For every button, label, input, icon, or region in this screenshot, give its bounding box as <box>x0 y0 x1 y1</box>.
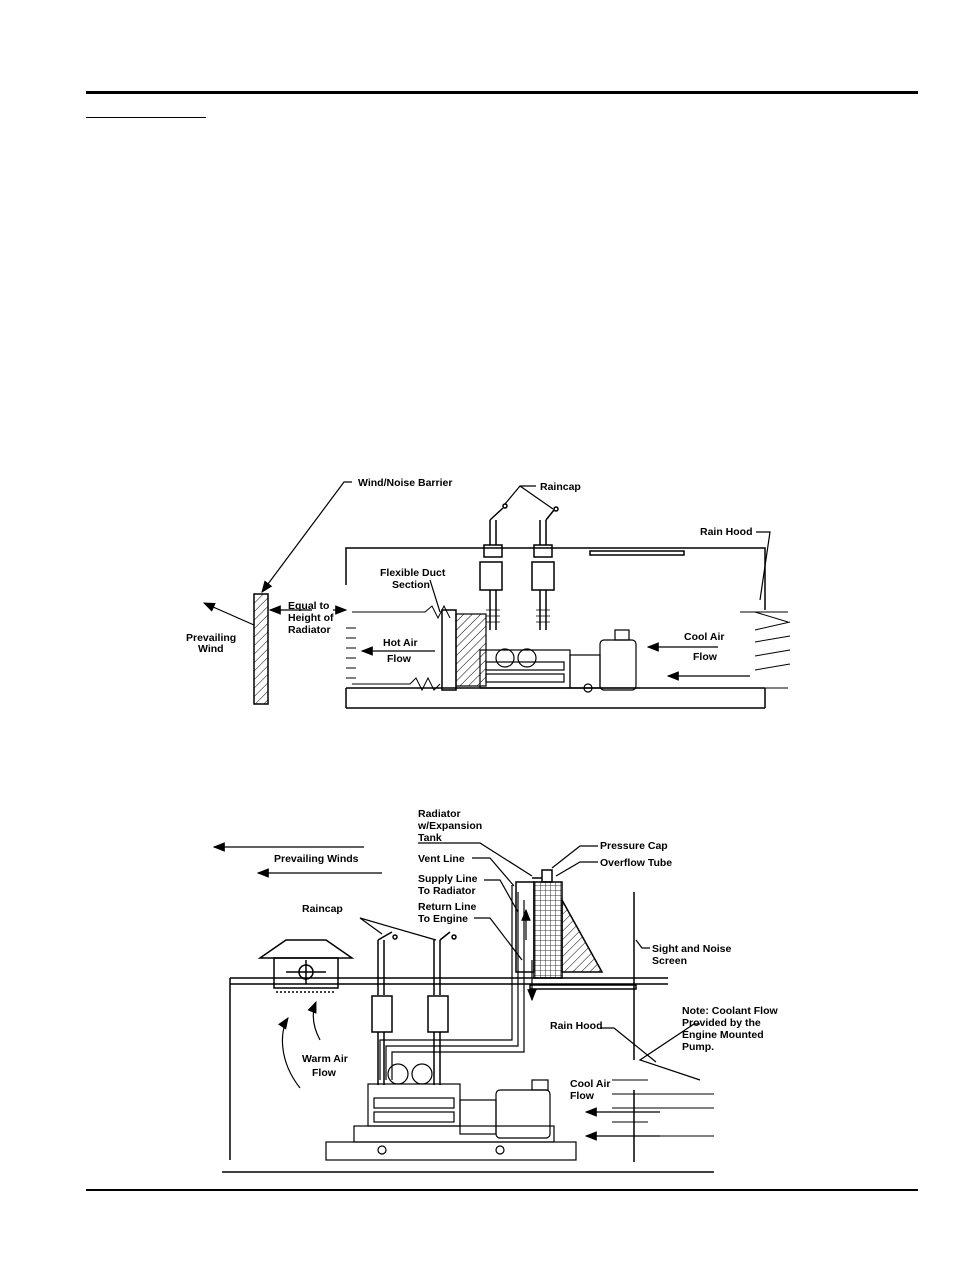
label-pressure-cap: Pressure Cap <box>600 840 668 852</box>
label-cool-air-line1: Cool Air <box>684 631 724 643</box>
label-note-line1: Note: Coolant Flow <box>682 1005 778 1017</box>
label-return-line-1: Return Line <box>418 901 476 913</box>
label-cool-air-line2: Flow <box>693 651 718 663</box>
label-flexible-duct-line2: Section <box>392 579 430 591</box>
label-equal-to-line1: Equal to <box>288 600 329 612</box>
engine-genset-1 <box>479 629 640 693</box>
label-prevailing-line2: Wind <box>198 643 224 655</box>
label-note-line4: Pump. <box>682 1041 714 1053</box>
label-sight-screen-2: Screen <box>652 955 687 967</box>
figure-1-arrows <box>202 481 771 681</box>
figure-1-enclosure <box>253 503 791 709</box>
label-supply-line-2: To Radiator <box>418 885 476 897</box>
rain-hood-louvres-2 <box>612 1079 714 1137</box>
wind-noise-barrier <box>253 593 269 705</box>
label-return-line-2: To Engine <box>418 913 468 925</box>
label-vent-line: Vent Line <box>418 853 465 865</box>
roof-ventilator <box>257 939 355 993</box>
label-hot-air-line1: Hot Air <box>383 637 418 649</box>
label-cool-air-2-line1: Cool Air <box>570 1078 610 1090</box>
label-wind-noise-barrier: Wind/Noise Barrier <box>358 477 452 489</box>
label-radiator-line3: Tank <box>418 832 442 844</box>
label-rain-hood-2: Rain Hood <box>550 1020 603 1032</box>
label-prevailing-line1: Prevailing <box>186 632 236 644</box>
section-underline <box>86 117 206 118</box>
label-overflow-tube: Overflow Tube <box>600 857 672 869</box>
label-equal-to-line3: Radiator <box>288 624 331 636</box>
label-prevailing-winds: Prevailing Winds <box>274 853 359 865</box>
header-rule <box>86 91 918 94</box>
rain-hood-louvres <box>740 611 791 689</box>
exhaust-stacks-2 <box>371 931 457 1085</box>
label-supply-line-1: Supply Line <box>418 873 478 885</box>
label-rain-hood-1: Rain Hood <box>700 526 753 538</box>
label-hot-air-line2: Flow <box>387 653 412 665</box>
exhaust-stacks-1 <box>479 503 559 630</box>
label-note-line3: Engine Mounted <box>682 1029 764 1041</box>
label-cool-air-2-line2: Flow <box>570 1090 595 1102</box>
label-warm-air-line1: Warm Air <box>302 1053 348 1065</box>
engine-genset-2 <box>325 1063 577 1161</box>
label-warm-air-line2: Flow <box>312 1067 337 1079</box>
label-radiator-line1: Radiator <box>418 808 461 820</box>
label-note-line2: Provided by the <box>682 1017 761 1029</box>
label-raincap-1: Raincap <box>540 481 581 493</box>
figure-2-enclosure <box>222 869 714 1173</box>
left-louvres <box>346 627 356 679</box>
label-raincap-2: Raincap <box>302 903 343 915</box>
footer-rule <box>86 1189 918 1191</box>
label-equal-to-line2: Height of <box>288 612 334 624</box>
label-sight-screen-1: Sight and Noise <box>652 943 732 955</box>
radiator-2 <box>515 869 637 990</box>
label-radiator-line2: w/Expansion <box>417 820 482 832</box>
label-flexible-duct-line1: Flexible Duct <box>380 567 446 579</box>
figure-2-arrows <box>212 842 701 1141</box>
